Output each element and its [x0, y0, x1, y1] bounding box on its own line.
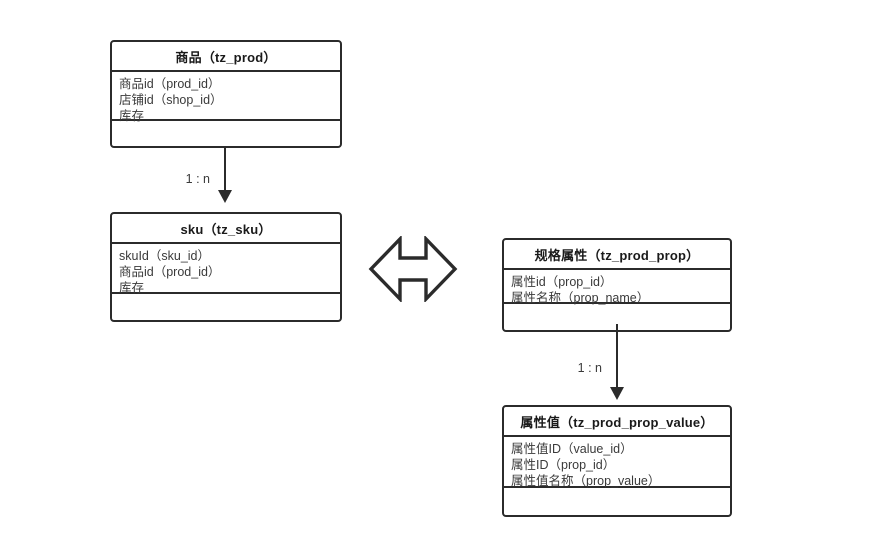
entity-box-prod[interactable]: 商品（tz_prod） 商品id（prod_id） 店铺id（shop_id） … — [110, 40, 342, 148]
entity-fields-prod-prop-value: 属性值ID（value_id） 属性ID（prop_id） 属性值名称（prop… — [504, 437, 730, 488]
entity-header-sku: sku（tz_sku） — [112, 214, 340, 244]
entity-header-prod: 商品（tz_prod） — [112, 42, 340, 72]
arrowhead-down-icon — [610, 387, 624, 400]
field-row: 商品id（prod_id） — [119, 265, 221, 279]
entity-footer-prod-prop-value — [504, 488, 730, 515]
connector-line-prop-to-propvalue — [616, 324, 618, 389]
entity-footer-prod — [112, 121, 340, 146]
field-row: 属性值名称（prop_value） — [511, 474, 661, 488]
field-row: 商品id（prod_id） — [119, 77, 221, 91]
entity-fields-prod-prop: 属性id（prop_id） 属性名称（prop_name） — [504, 270, 730, 305]
arrowhead-down-icon — [218, 190, 232, 203]
entity-box-prod-prop-value[interactable]: 属性值（tz_prod_prop_value） 属性值ID（value_id） … — [502, 405, 732, 517]
entity-box-sku[interactable]: sku（tz_sku） skuId（sku_id） 商品id（prod_id） … — [110, 212, 342, 322]
entity-fields-sku: skuId（sku_id） 商品id（prod_id） 库存 — [112, 244, 340, 295]
entity-fields-prod: 商品id（prod_id） 店铺id（shop_id） 库存 — [112, 72, 340, 123]
connector-line-prod-to-sku — [224, 146, 226, 192]
field-row: 店铺id（shop_id） — [119, 93, 223, 107]
connector-label-prop-to-propvalue: 1 : n — [577, 361, 602, 375]
field-row: 属性值ID（value_id） — [511, 442, 633, 456]
field-row: 库存 — [119, 281, 145, 295]
entity-header-prod-prop-value: 属性值（tz_prod_prop_value） — [504, 407, 730, 437]
field-row: 属性名称（prop_name） — [511, 291, 650, 305]
entity-footer-sku — [112, 294, 340, 320]
field-row: 库存 — [119, 109, 145, 123]
left-right-double-arrow-icon — [368, 236, 458, 302]
field-row: skuId（sku_id） — [119, 249, 211, 263]
field-row: 属性id（prop_id） — [511, 275, 613, 289]
entity-header-prod-prop: 规格属性（tz_prod_prop） — [504, 240, 730, 270]
field-row: 属性ID（prop_id） — [511, 458, 616, 472]
connector-label-prod-to-sku: 1 : n — [185, 172, 210, 186]
entity-box-prod-prop[interactable]: 规格属性（tz_prod_prop） 属性id（prop_id） 属性名称（pr… — [502, 238, 732, 332]
